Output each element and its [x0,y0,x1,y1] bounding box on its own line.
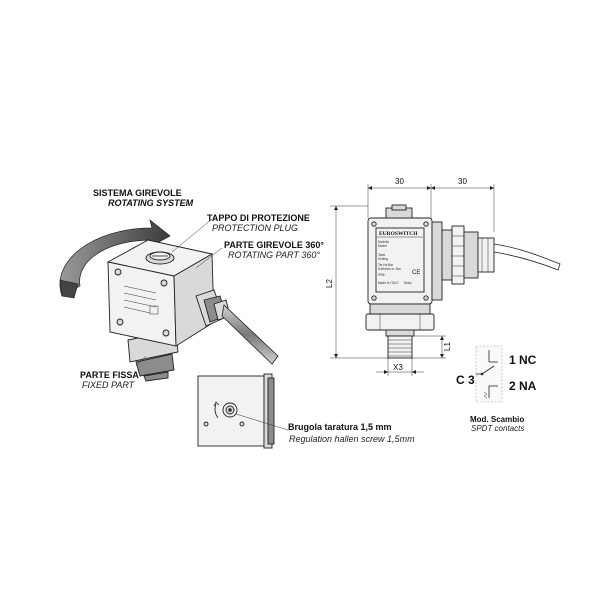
contacts-type-label-en: SPDT contacts [471,424,524,433]
rotating-part-label: PARTE GIREVOLE 360° [224,240,324,250]
svg-text:Made in ITALY: Made in ITALY [378,281,399,285]
rotation-arrow-icon [59,219,171,299]
contacts-type-label: Mod. Scambio [470,415,524,424]
cable-front [493,243,561,271]
svg-text:Modello: Modello [378,240,389,244]
contact-no-label: 2 NA [509,379,537,393]
contact-nc-label: 1 NC [509,353,537,367]
width-dim-left: 30 [395,177,404,186]
contact-common-label: C 3 [456,373,475,387]
contact-diagram: 1 NC C 3 2 NA Mod. Scambio SPDT contacts [456,345,537,433]
regulation-detail: Brugola taratura 1,5 mm Regulation halle… [197,373,415,449]
svg-text:Nfato: Nfato [404,281,412,285]
svg-text:Tarat.: Tarat. [378,253,386,257]
isometric-view: SISTEMA GIREVOLE ROTATING SYSTEM TAPPO D… [59,188,324,390]
fixed-part-label: PARTE FISSA [80,370,139,380]
brand-name: EUROSWITCH [379,231,418,237]
svg-text:Switches in: Bar: Switches in: Bar [378,267,402,271]
switch-contact-icon [481,365,495,375]
regulation-screw-label-en: Regulation hallen screw 1,5mm [289,434,415,444]
label-plate [375,227,425,293]
regulation-screw-label: Brugola taratura 1,5 mm [288,422,392,432]
svg-text:Setting: Setting [378,257,388,261]
fixed-part-label-en: FIXED PART [82,380,136,390]
svg-text:IP65: IP65 [378,273,385,277]
front-elevation: 30 30 EUROSWITCH Modello Model Tarat. Se… [325,177,561,376]
thread [387,335,413,359]
thread-diameter-dim: X3 [393,363,403,372]
cable-gland [195,289,279,365]
rotating-system-label-en: ROTATING SYSTEM [108,198,194,208]
protection-plug-label-en: PROTECTION PLUG [212,223,298,233]
thread-length-dim: L1 [443,342,452,351]
height-dim: L2 [325,279,334,288]
protection-plug-label: TAPPO DI PROTEZIONE [207,213,310,223]
svg-text:Model: Model [378,244,387,248]
width-dim-right: 30 [458,177,467,186]
rotating-system-label: SISTEMA GIREVOLE [93,188,182,198]
switch-body [106,239,215,347]
rotating-part-label-en: ROTATING PART 360° [228,250,320,260]
ce-mark: CE [412,270,420,276]
svg-text:Tar.Ha Bar: Tar.Ha Bar [378,263,394,267]
cable [221,304,279,365]
